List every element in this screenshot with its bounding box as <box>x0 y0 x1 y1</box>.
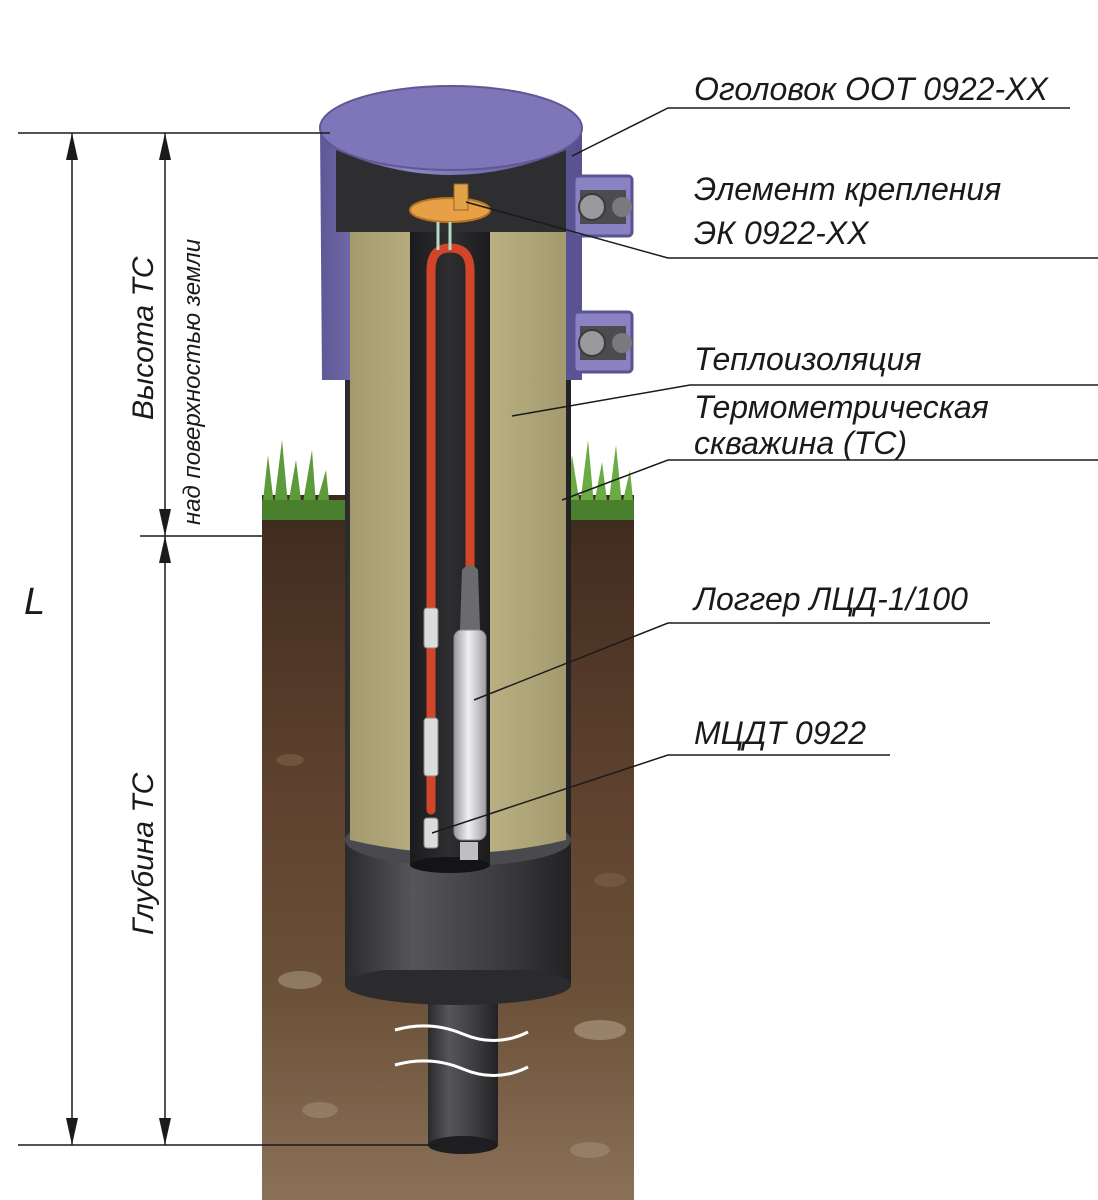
insulation-label: Теплоизоляция <box>694 341 922 377</box>
sensor-label: МЦДТ 0922 <box>694 715 867 751</box>
sensor-joints <box>423 607 439 849</box>
mount-label-line1: Элемент крепления <box>694 171 1002 207</box>
dim-height-label: Высота ТС <box>127 256 160 420</box>
well-label-line2: скважина (ТС) <box>694 425 907 461</box>
dim-height-note: над поверхностью земли <box>179 238 206 525</box>
header-label: Оголовок ООТ 0922-XX <box>694 71 1048 107</box>
dimension-lines <box>18 132 440 1146</box>
logger-label: Логгер ЛЦД-1/100 <box>694 581 968 617</box>
mount-brackets <box>572 174 634 374</box>
lower-pipe <box>394 985 529 1154</box>
logger <box>453 565 487 860</box>
dim-l-label: L <box>24 581 46 623</box>
dim-depth-label: Глубина ТС <box>127 772 160 935</box>
cable-loop <box>426 222 475 815</box>
cap <box>319 85 583 380</box>
dimension-arrows <box>66 133 171 1145</box>
leader-lines <box>431 107 1098 834</box>
mount-label-line2: ЭК 0922-XX <box>694 215 869 251</box>
well-label-line1: Термометрическая <box>694 389 989 425</box>
